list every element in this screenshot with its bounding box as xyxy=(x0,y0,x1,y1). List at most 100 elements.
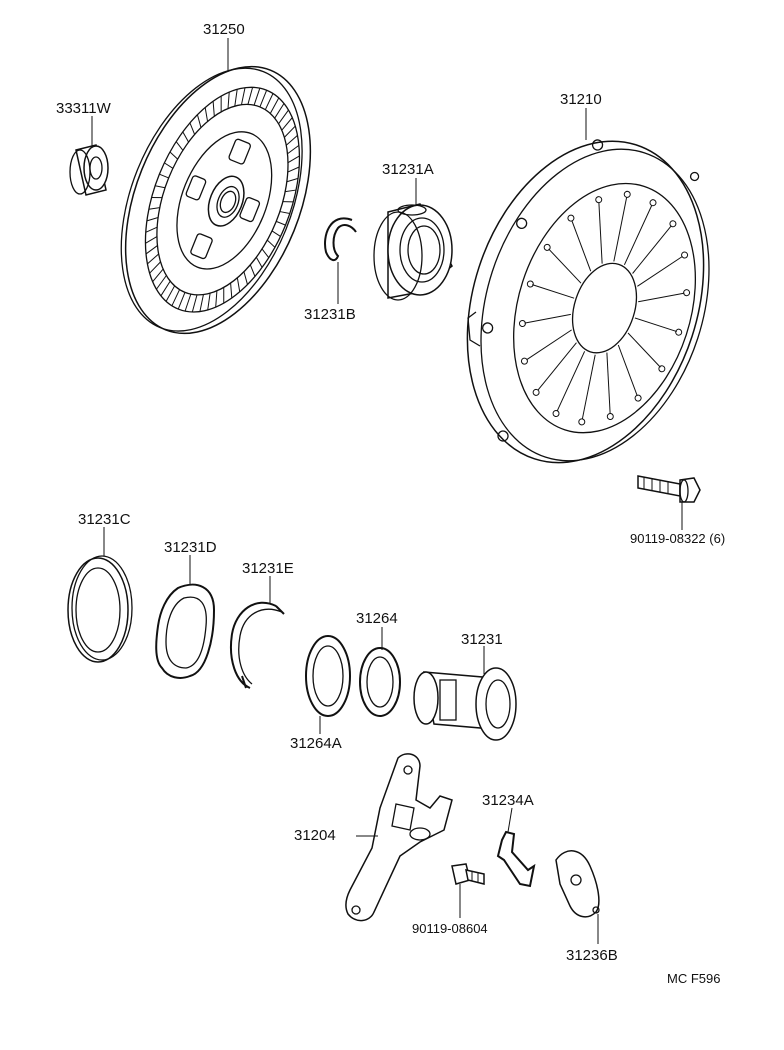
finger-hole xyxy=(649,199,657,207)
release-hub-drawing xyxy=(413,667,517,741)
drawing-code: MC F596 xyxy=(667,971,721,986)
disc-tooth xyxy=(151,196,163,199)
diaphragm-finger xyxy=(581,354,596,420)
diaphragm-finger xyxy=(638,292,685,303)
disc-tooth xyxy=(182,131,190,143)
disc-tooth xyxy=(207,293,211,311)
disc-tooth xyxy=(269,97,280,114)
disc-tooth xyxy=(284,125,296,138)
label-31231d: 31231D xyxy=(164,539,217,556)
finger-hole xyxy=(681,251,689,259)
label-31231e: 31231E xyxy=(242,560,294,577)
disc-tooth xyxy=(204,107,209,122)
fork-bolt-drawing xyxy=(451,863,485,885)
disc-tooth xyxy=(191,294,198,313)
disc-tooth xyxy=(285,135,298,146)
disc-tooth xyxy=(281,117,293,131)
disc-tooth xyxy=(287,155,300,164)
disc-tooth xyxy=(236,277,241,292)
disc-tooth xyxy=(215,290,218,308)
label-31210: 31210 xyxy=(560,91,602,108)
disc-tooth xyxy=(230,283,233,299)
disc-tooth xyxy=(264,93,274,110)
disc-tooth xyxy=(164,162,174,169)
disc-tooth xyxy=(145,226,158,233)
finger-hole xyxy=(669,220,677,228)
diaphragm-finger xyxy=(637,255,683,287)
label-90119-08322: 90119-08322 (6) xyxy=(630,531,726,546)
finger-hole xyxy=(658,365,666,373)
label-90119-08604: 90119-08604 xyxy=(412,921,488,936)
disc-tooth xyxy=(240,87,246,105)
cover-tab xyxy=(467,311,481,347)
finger-hole xyxy=(578,418,586,426)
disc-tooth xyxy=(149,261,161,274)
finger-hole xyxy=(595,196,603,204)
disc-tooth xyxy=(156,275,167,290)
disc-tooth xyxy=(196,114,202,128)
disc-tooth xyxy=(175,141,184,151)
label-31204: 31204 xyxy=(294,827,336,844)
finger-hole xyxy=(675,328,683,336)
seal-c-drawing xyxy=(67,555,133,663)
fork-drawing xyxy=(345,753,453,922)
plate-d-drawing xyxy=(155,583,216,679)
disc-tooth xyxy=(276,220,286,226)
disc-tooth xyxy=(253,88,261,106)
diaphragm-finger xyxy=(537,342,577,391)
diaphragm-finger xyxy=(532,284,575,299)
finger-hole xyxy=(683,289,691,297)
diaphragm-finger xyxy=(524,313,571,324)
finger-hole xyxy=(606,413,614,421)
disc-tooth xyxy=(184,293,192,312)
disc-tooth xyxy=(146,217,159,222)
diaphragm-finger xyxy=(634,317,677,333)
finger-hole xyxy=(526,280,534,288)
disc-tooth xyxy=(220,96,222,112)
clutch-cover-drawing xyxy=(466,139,710,464)
label-31234a: 31234A xyxy=(482,792,534,809)
disc-tooth xyxy=(279,211,290,215)
disc-tooth xyxy=(287,166,300,173)
disc-tooth xyxy=(159,173,169,179)
cover-bolt-drawing xyxy=(637,475,701,503)
disc-tooth xyxy=(177,292,186,310)
pilot-bearing-drawing xyxy=(69,144,109,196)
finger-hole xyxy=(532,388,540,396)
disc-tooth xyxy=(247,87,254,105)
disc-tooth xyxy=(285,189,297,193)
disc-tooth xyxy=(261,248,270,258)
disc-tooth xyxy=(155,185,166,189)
label-31231a: 31231A xyxy=(382,161,434,178)
disc-tooth xyxy=(189,122,196,135)
diaphragm-finger xyxy=(571,220,592,272)
disc-tooth xyxy=(234,89,238,107)
finger-hole xyxy=(543,243,551,251)
finger-hole xyxy=(520,357,528,365)
disc-tooth xyxy=(223,287,225,304)
label-31231c: 31231C xyxy=(78,511,131,528)
label-33311w: 33311W xyxy=(56,100,111,117)
diaphragm-finger xyxy=(632,225,672,274)
diaphragm-finger xyxy=(623,205,653,266)
disc-tooth xyxy=(152,268,164,282)
disc-tooth xyxy=(171,289,181,307)
label-31236b: 31236B xyxy=(566,947,618,964)
diaphragm-finger xyxy=(598,202,603,264)
diaphragm-finger xyxy=(613,197,628,262)
finger-hole xyxy=(623,190,631,198)
release-bearing-a-drawing xyxy=(373,203,453,301)
disc-tooth xyxy=(274,103,285,119)
disc-tooth xyxy=(249,264,256,277)
disc-tooth xyxy=(165,285,176,302)
disc-tooth xyxy=(212,101,215,117)
clip-b-drawing xyxy=(324,217,357,262)
disc-tooth xyxy=(199,294,204,312)
disc-tooth xyxy=(148,207,160,210)
disc-tooth xyxy=(169,151,178,160)
disc-tooth xyxy=(278,109,289,125)
diaphragm-finger xyxy=(526,329,572,361)
label-31264: 31264 xyxy=(356,610,398,627)
label-31264a: 31264A xyxy=(290,735,342,752)
